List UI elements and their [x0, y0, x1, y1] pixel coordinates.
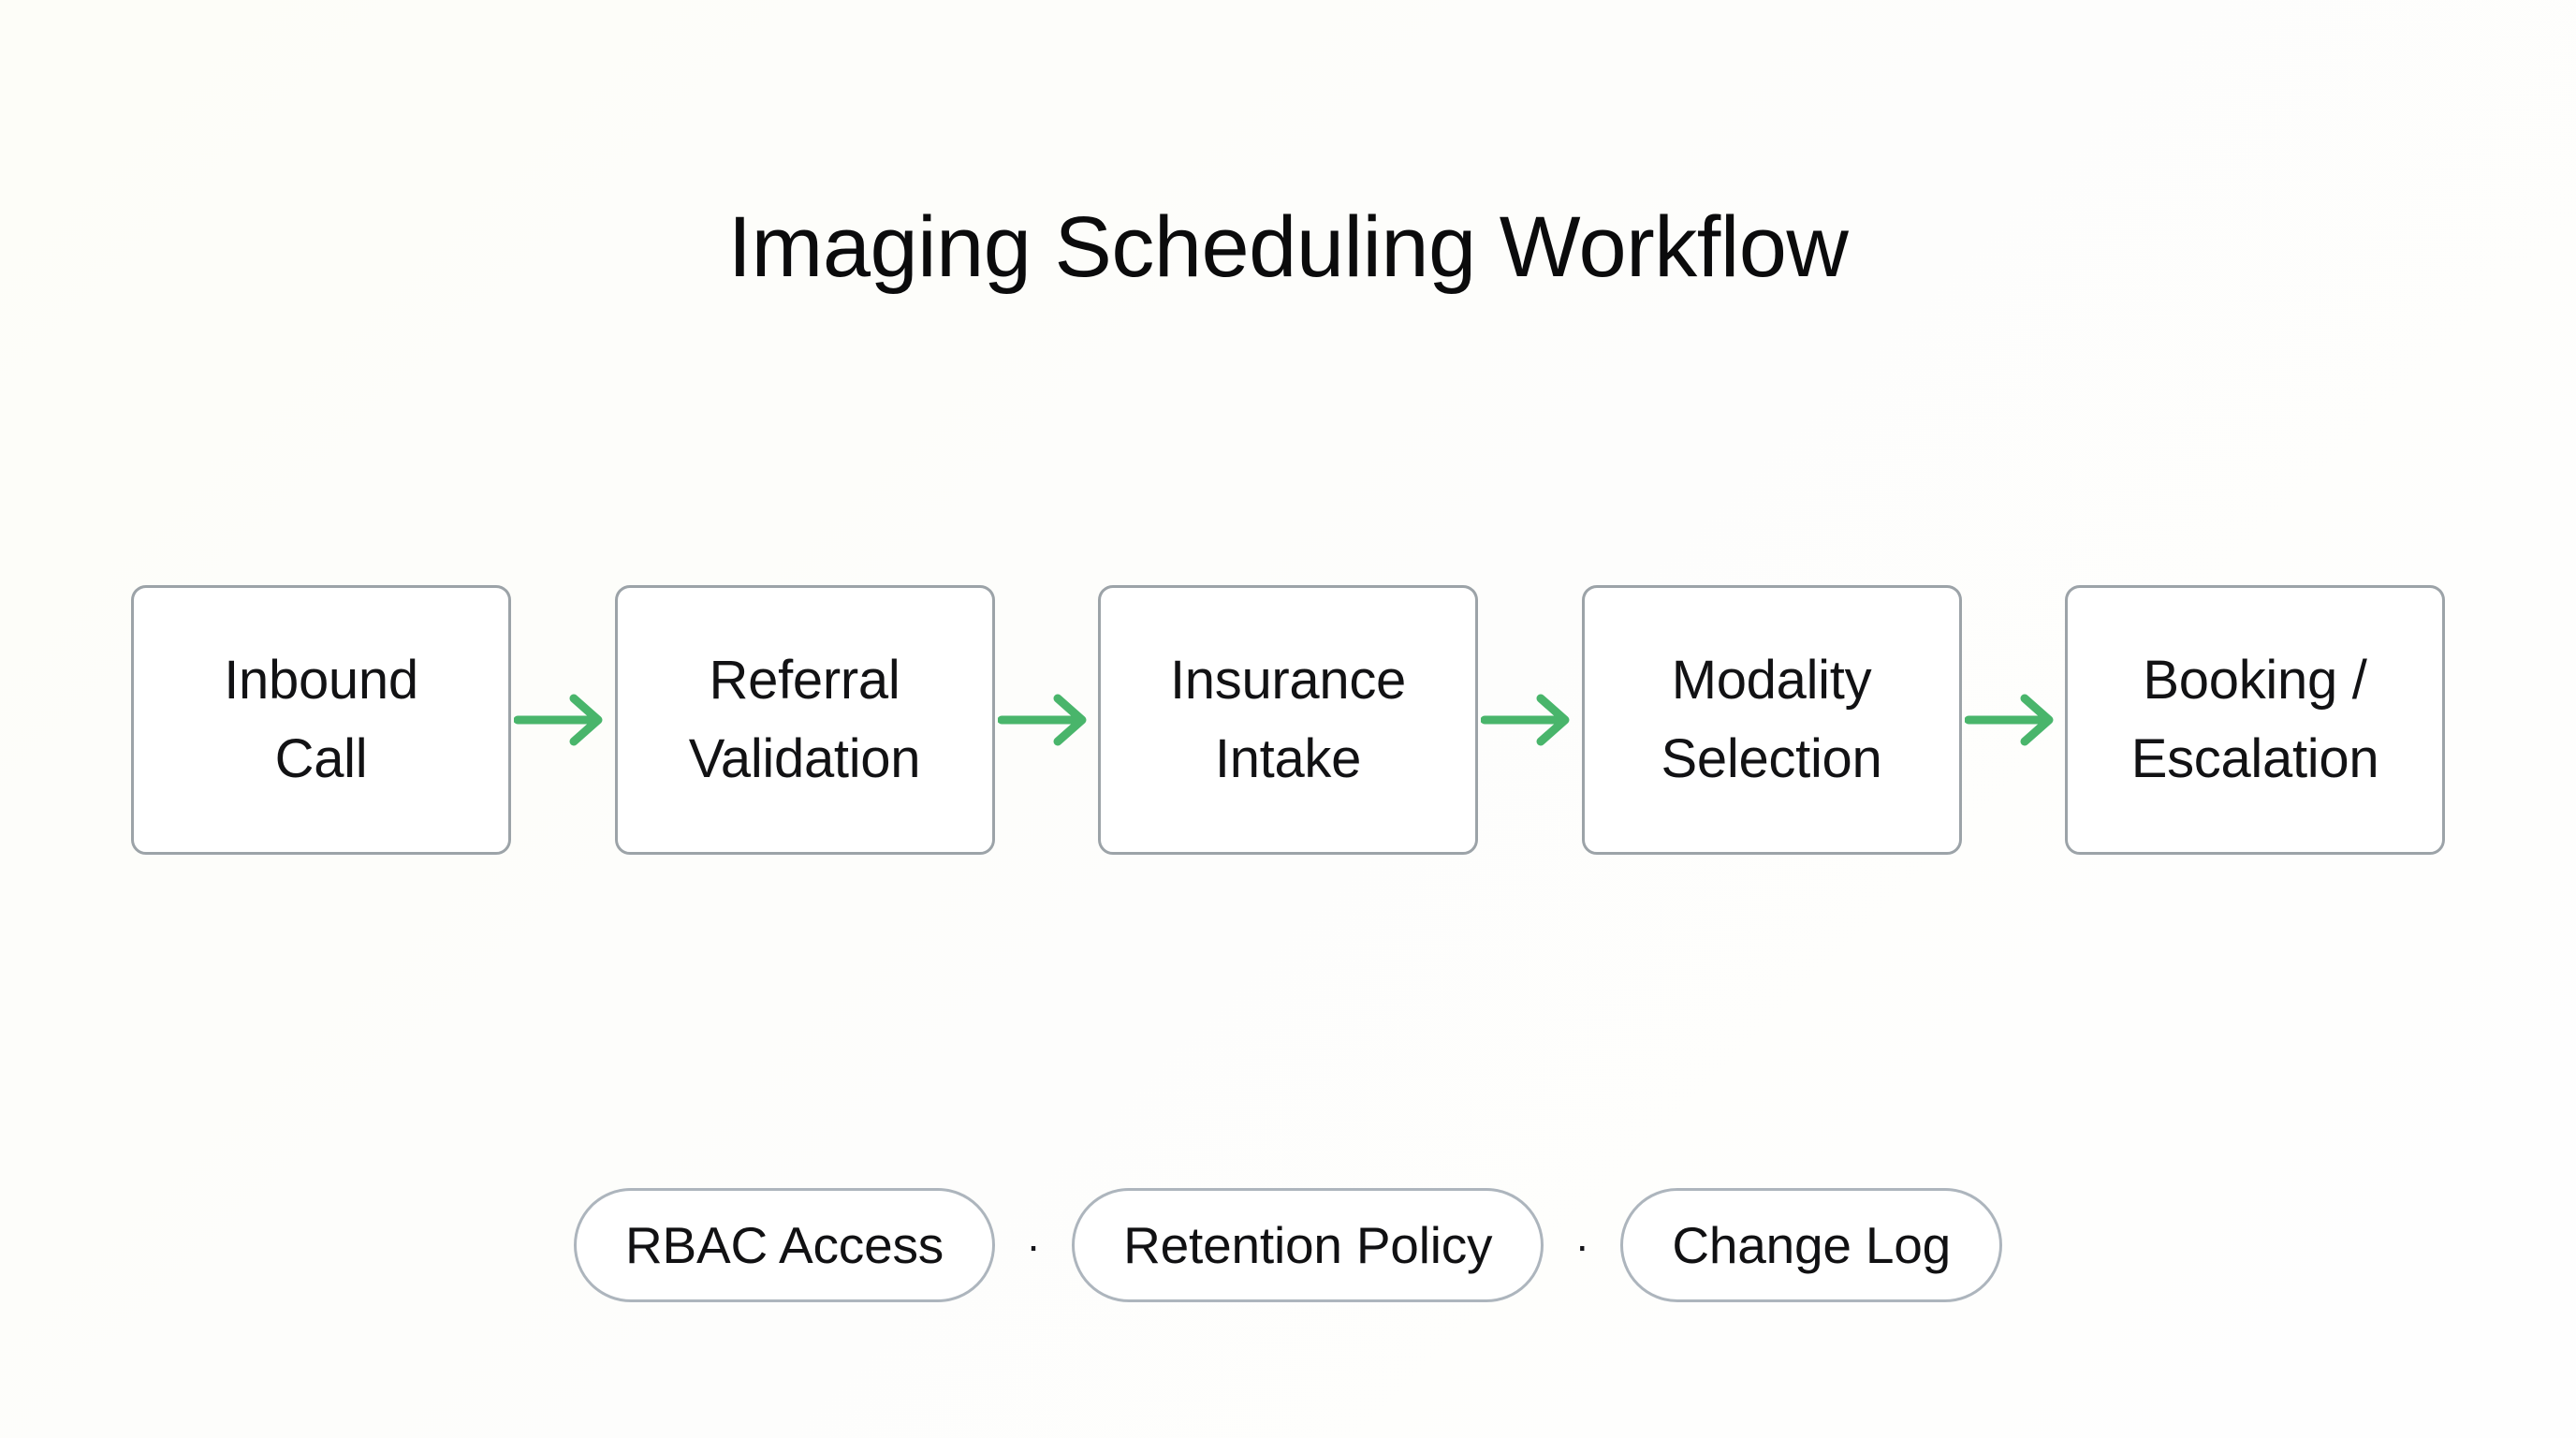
chip-separator-dot: · — [1574, 1221, 1589, 1269]
arrow-right-icon — [511, 692, 614, 748]
chip-label: Change Log — [1672, 1216, 1952, 1274]
flow-node-label: Modality Selection — [1661, 650, 1882, 789]
chip-separator-dot: · — [1026, 1221, 1041, 1269]
chip-retention-policy[interactable]: Retention Policy — [1072, 1188, 1544, 1302]
flow-node-label: Inbound Call — [224, 650, 418, 789]
page-title: Imaging Scheduling Workflow — [727, 199, 1849, 295]
chip-label: RBAC Access — [624, 1216, 944, 1274]
chip-change-log[interactable]: Change Log — [1620, 1188, 2003, 1302]
flow-node-modality-selection[interactable]: Modality Selection — [1581, 585, 1962, 855]
flow-node-inbound-call[interactable]: Inbound Call — [131, 585, 511, 855]
flow-node-label: Referral Validation — [688, 650, 921, 789]
flow-node-insurance-intake[interactable]: Insurance Intake — [1098, 585, 1478, 855]
flow-node-referral-validation[interactable]: Referral Validation — [614, 585, 995, 855]
flow-node-booking-escalation[interactable]: Booking / Escalation — [2065, 585, 2445, 855]
footer-chip-row: RBAC Access · Retention Policy · Change … — [0, 1187, 2576, 1303]
workflow-flow-row: Inbound Call Referral Validation Insuran… — [131, 585, 2445, 855]
arrow-right-icon — [995, 692, 1098, 748]
chip-rbac-access[interactable]: RBAC Access — [573, 1188, 996, 1302]
chip-label: Retention Policy — [1123, 1216, 1493, 1274]
flow-node-label: Booking / Escalation — [2130, 650, 2379, 789]
arrow-right-icon — [1962, 692, 2065, 748]
arrow-right-icon — [1478, 692, 1581, 748]
flow-node-label: Insurance Intake — [1169, 650, 1406, 789]
